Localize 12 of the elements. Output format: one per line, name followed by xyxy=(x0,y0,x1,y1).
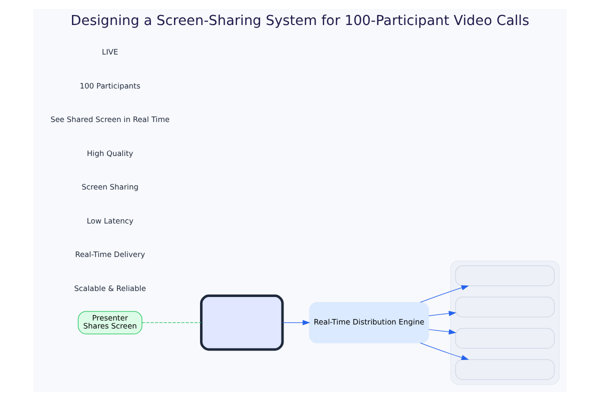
arrow xyxy=(420,284,469,302)
arrow xyxy=(428,310,456,316)
diagram-title: Designing a Screen-Sharing System for 100-Participant Video Calls xyxy=(70,12,530,28)
arrow xyxy=(428,328,456,334)
node-box xyxy=(455,264,555,286)
node-box xyxy=(200,294,284,350)
arrow xyxy=(282,320,310,325)
node-box xyxy=(455,327,555,348)
node-box xyxy=(455,296,555,317)
cluster xyxy=(450,260,560,384)
node-box xyxy=(455,358,555,380)
arrow xyxy=(420,342,469,360)
